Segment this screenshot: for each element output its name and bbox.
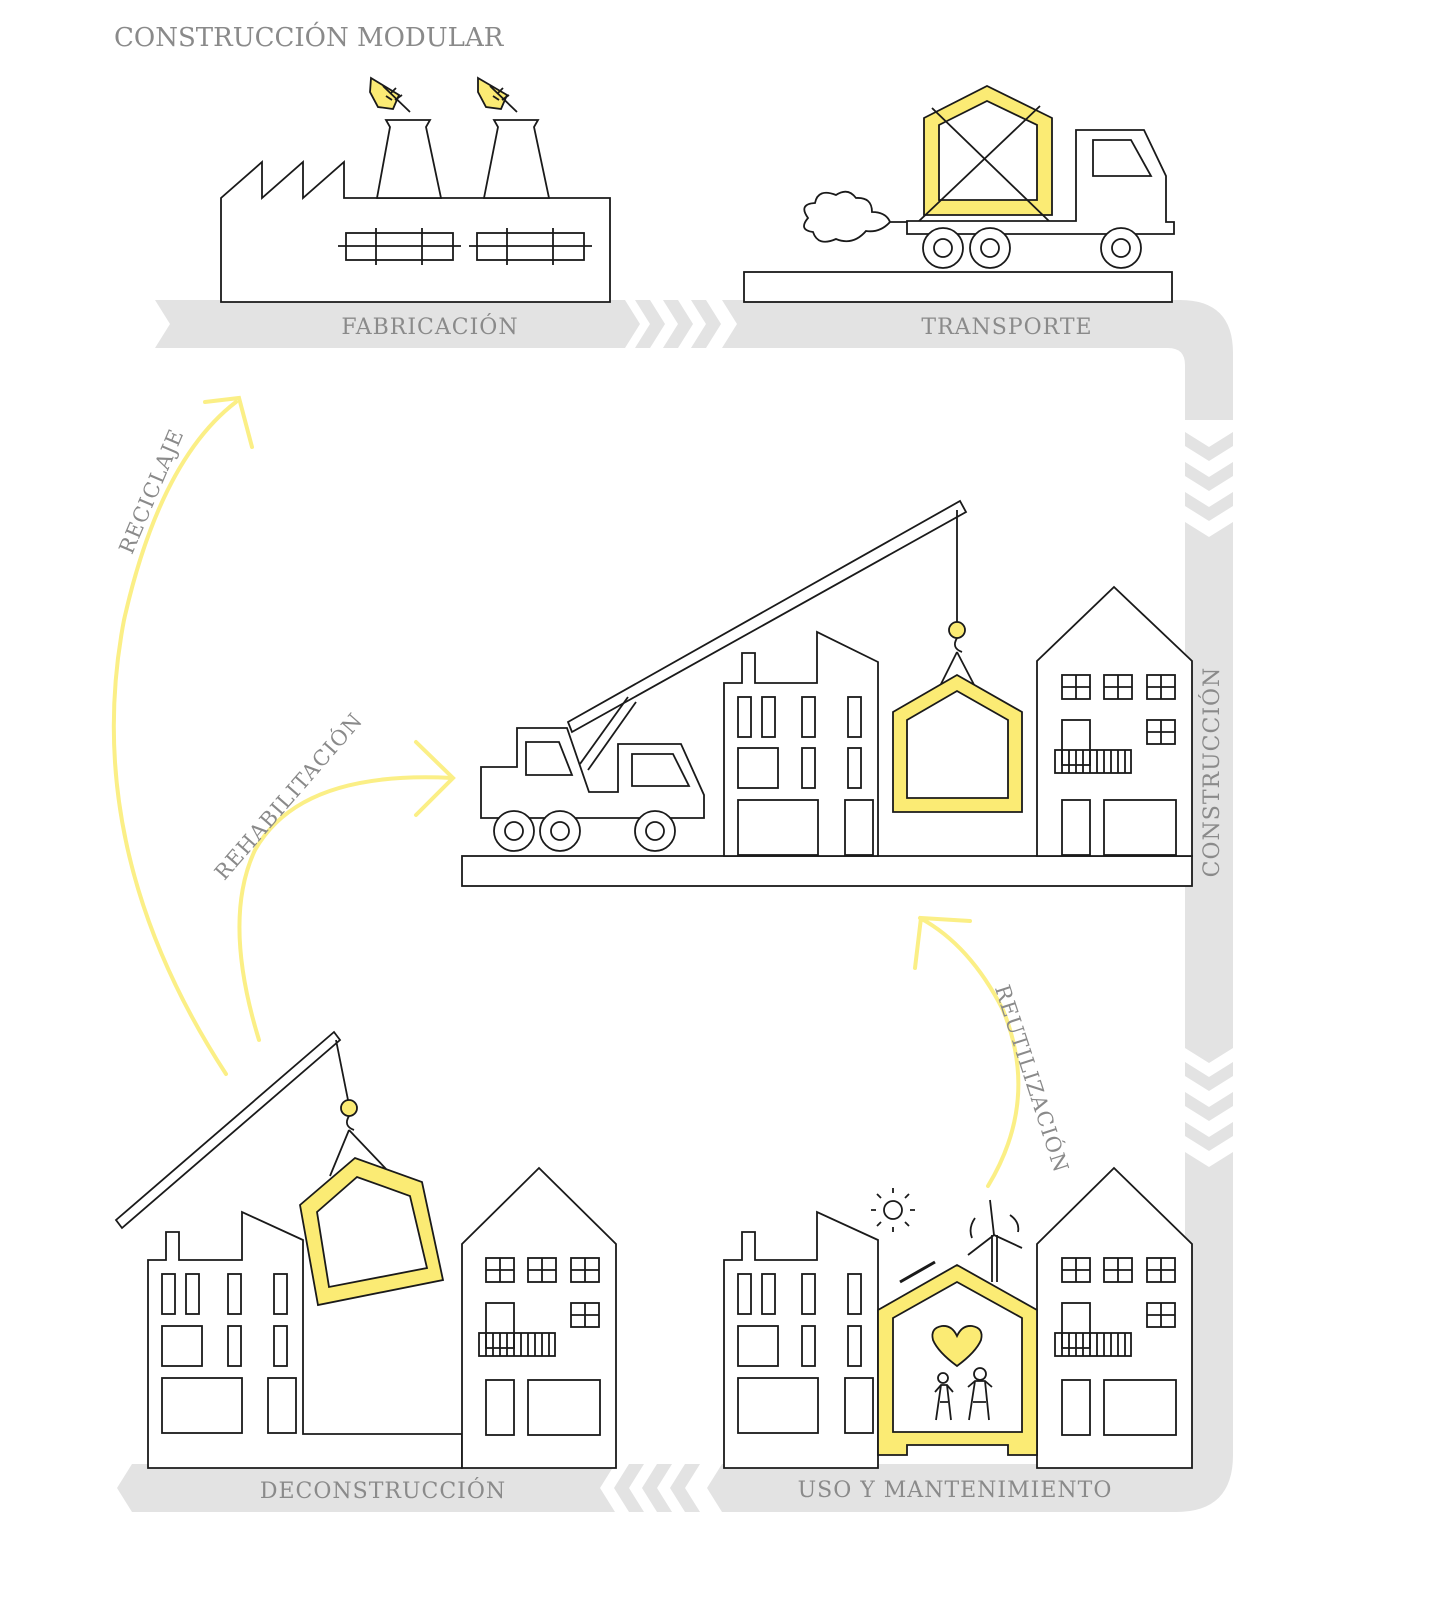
chevron-down-4 xyxy=(1185,1062,1233,1091)
wind-turbine-icon xyxy=(967,1199,1023,1282)
construction-scene xyxy=(461,499,1193,887)
label-uso: USO Y MANTENIMIENTO xyxy=(798,1478,1113,1503)
leaf-icon xyxy=(369,76,401,110)
chevron-3 xyxy=(691,300,721,348)
label-construccion: CONSTRUCCIÓN xyxy=(1198,667,1225,878)
sun-icon xyxy=(871,1188,915,1232)
truck-icon xyxy=(743,84,1175,303)
label-rehabilitacion: REHABILITACIÓN xyxy=(209,708,367,885)
chevron-left-3 xyxy=(614,1464,644,1512)
band-transporte xyxy=(722,300,1233,420)
heart-icon xyxy=(931,1325,983,1368)
label-reutilizacion: REUTILIZACIÓN xyxy=(990,982,1074,1176)
band-deconstruccion xyxy=(117,1464,615,1512)
label-transporte: TRANSPORTE xyxy=(921,315,1092,340)
arrow-head-icon xyxy=(414,740,456,817)
use-maintenance-scene xyxy=(723,1166,1193,1469)
chevron-1 xyxy=(635,300,665,348)
band-uso xyxy=(707,1152,1233,1512)
factory-icon xyxy=(220,76,611,303)
chevron-left-1 xyxy=(670,1464,700,1512)
label-deconstruccion: DECONSTRUCCIÓN xyxy=(260,1477,506,1504)
band-fabricacion xyxy=(155,300,640,348)
arrow-head-icon xyxy=(913,915,972,970)
chevron-2 xyxy=(663,300,693,348)
process-band xyxy=(117,300,1233,1512)
reutilizacion-arrow xyxy=(918,916,1021,1188)
label-fabricacion: FABRICACIÓN xyxy=(341,313,518,340)
deconstruction-scene xyxy=(114,1030,617,1469)
reciclaje-arrow xyxy=(111,400,238,1076)
arrow-head-icon xyxy=(203,395,254,449)
chevron-left-2 xyxy=(642,1464,672,1512)
chevron-down-5 xyxy=(1185,1092,1233,1121)
chevron-down-6 xyxy=(1185,1122,1233,1151)
rehabilitacion-arrow xyxy=(237,775,454,1042)
page-title: CONSTRUCCIÓN MODULAR xyxy=(114,21,505,53)
loop-arrows xyxy=(111,395,1021,1188)
family-icon xyxy=(934,1367,993,1421)
chevron-down-1 xyxy=(1185,432,1233,461)
chevron-down-3 xyxy=(1185,492,1233,521)
chevron-down-2 xyxy=(1185,462,1233,491)
leaf-icon xyxy=(477,76,509,110)
band-construccion xyxy=(1185,522,1233,1063)
label-reciclaje: RECICLAJE xyxy=(114,425,188,557)
